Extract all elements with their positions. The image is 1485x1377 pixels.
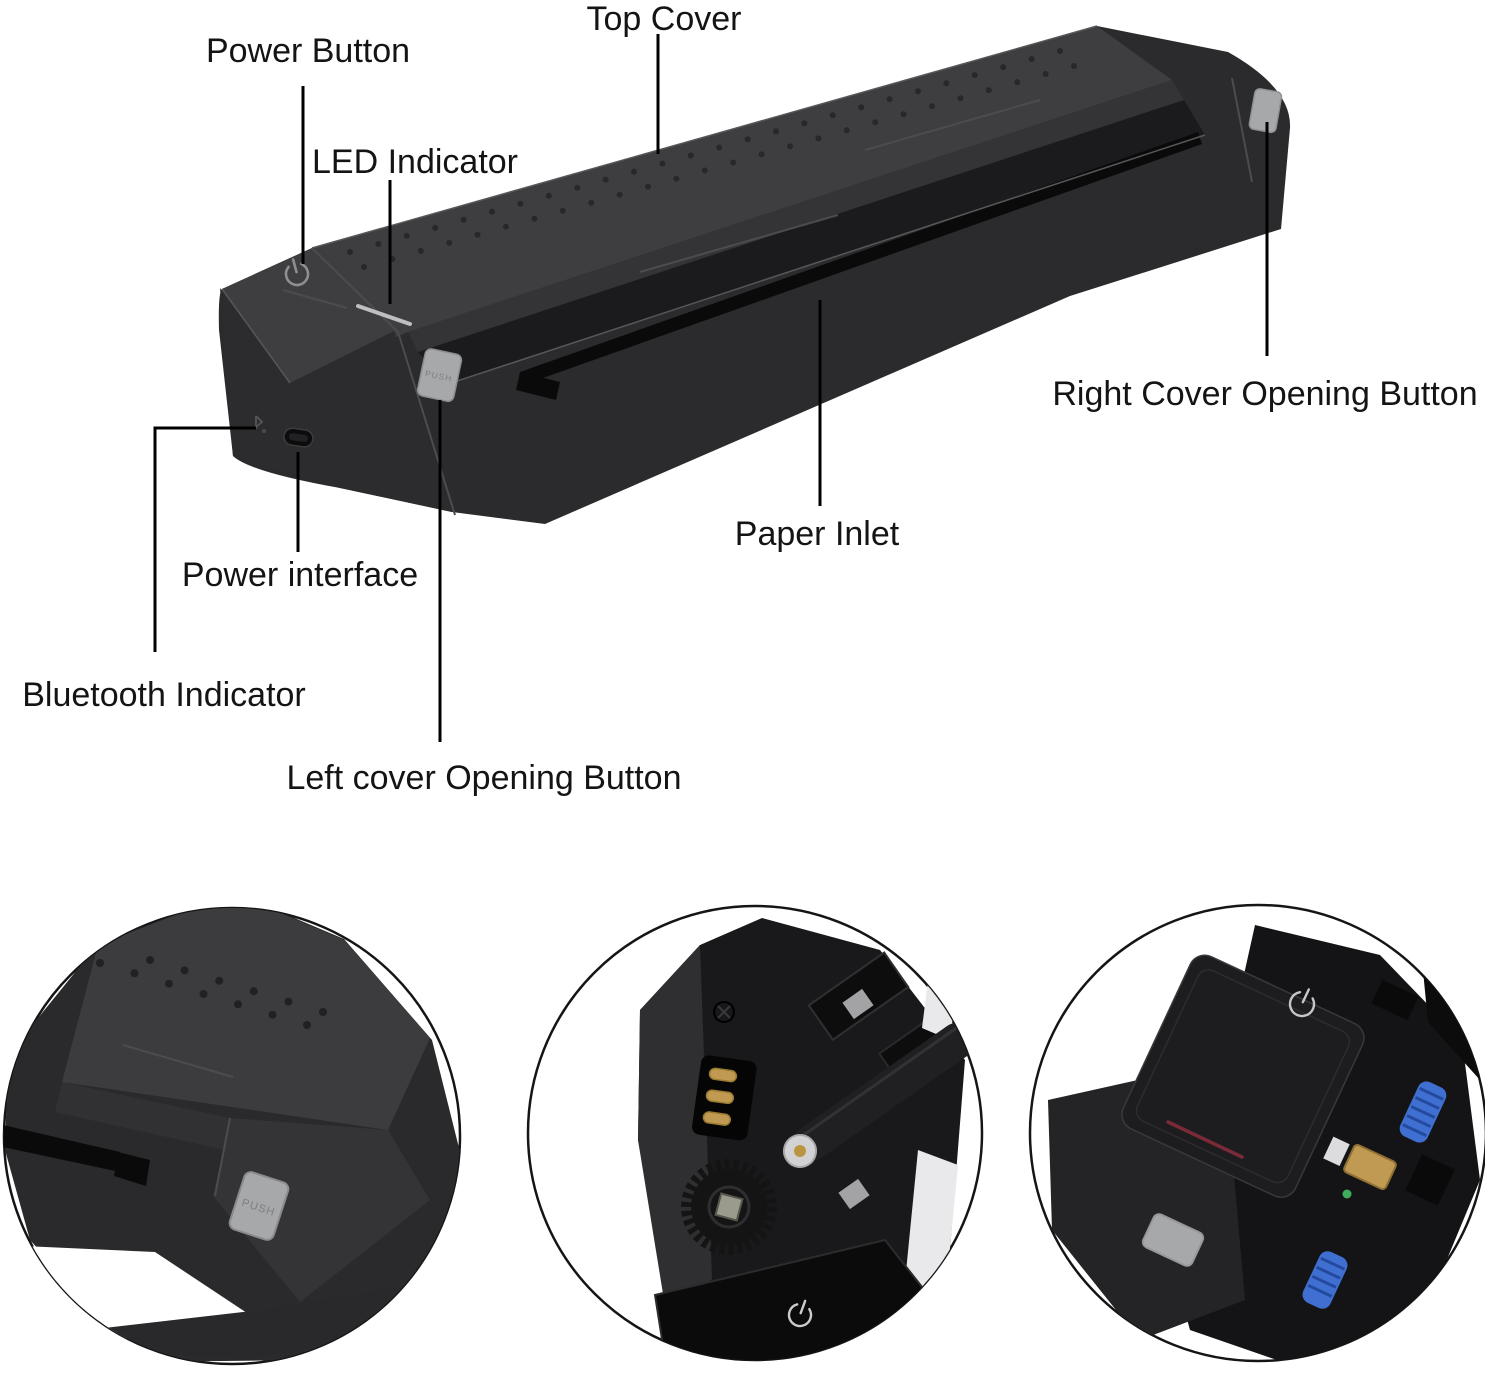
usb-c-port	[283, 427, 314, 448]
gold-contact-pins	[692, 1055, 757, 1141]
cap-edge-highlight	[221, 288, 291, 384]
top-cover-face	[222, 26, 1172, 383]
led-indicator-strip	[356, 304, 412, 326]
top-groove-1	[639, 214, 839, 273]
platen-roller	[783, 1022, 976, 1168]
label-led-indicator: LED Indicator	[312, 143, 518, 181]
callout-lines	[153, 34, 1269, 742]
detail3-green-led	[1342, 1189, 1352, 1199]
left-cap-seam	[311, 247, 456, 516]
detail2-content	[638, 918, 976, 1360]
feed-gear-icon	[681, 1159, 777, 1255]
label-top-cover: Top Cover	[587, 0, 742, 38]
detail1-dots-row2	[146, 956, 327, 1016]
detail3-side-button	[1141, 1213, 1205, 1267]
label-power-interface: Power interface	[182, 556, 418, 594]
detail3-red-led-strip	[1166, 1120, 1244, 1159]
detail2-power-icon	[787, 1299, 813, 1328]
right-cap-seam	[1231, 77, 1253, 183]
front-bevel	[408, 80, 1184, 352]
paper-inlet-slot-step	[516, 372, 560, 400]
blue-roller-top	[1399, 1081, 1447, 1143]
detail-circle-opened-cover	[1028, 903, 1485, 1363]
detail3-content	[1048, 918, 1480, 1361]
blue-roller-bottom	[1302, 1251, 1348, 1309]
label-left-cover: Left cover Opening Button	[286, 759, 681, 797]
callout-line-bluetooth	[153, 426, 256, 652]
label-power-button: Power Button	[206, 32, 410, 70]
paper-inlet-recess	[418, 100, 1205, 385]
callout-labels: Power Button LED Indicator Top Cover Rig…	[22, 0, 1477, 797]
top-cover-dots-row1	[347, 48, 1063, 255]
back-edge-highlight	[311, 25, 1098, 249]
top-groove-2	[864, 99, 1041, 151]
left-cover-open-button: PUSH	[416, 348, 463, 403]
detail-circle-internal-mechanism	[526, 904, 984, 1362]
cap-top-groove	[282, 289, 348, 309]
left-cap-front-face	[220, 288, 452, 512]
detail1-dots-row1	[96, 959, 311, 1029]
top-cover-dots-row2	[361, 63, 1077, 270]
screw-icon	[713, 1001, 735, 1023]
front-edge-highlight	[444, 134, 1206, 386]
detail3-power-icon	[1288, 988, 1316, 1018]
label-bluetooth: Bluetooth Indicator	[22, 676, 306, 714]
label-right-cover: Right Cover Opening Button	[1052, 375, 1477, 413]
detail1-push-button: PUSH	[228, 1171, 290, 1241]
printer-illustration: PUSH	[218, 25, 1291, 524]
label-paper-inlet: Paper Inlet	[735, 515, 900, 553]
paper-inlet-slot	[520, 132, 1202, 384]
right-cover-open-button	[1248, 88, 1283, 134]
detail1-content: PUSH	[4, 908, 460, 1362]
power-button-icon	[284, 258, 310, 287]
detail3-gold-contact	[1323, 1136, 1397, 1190]
detail-circle-left-end: PUSH	[2, 906, 462, 1366]
